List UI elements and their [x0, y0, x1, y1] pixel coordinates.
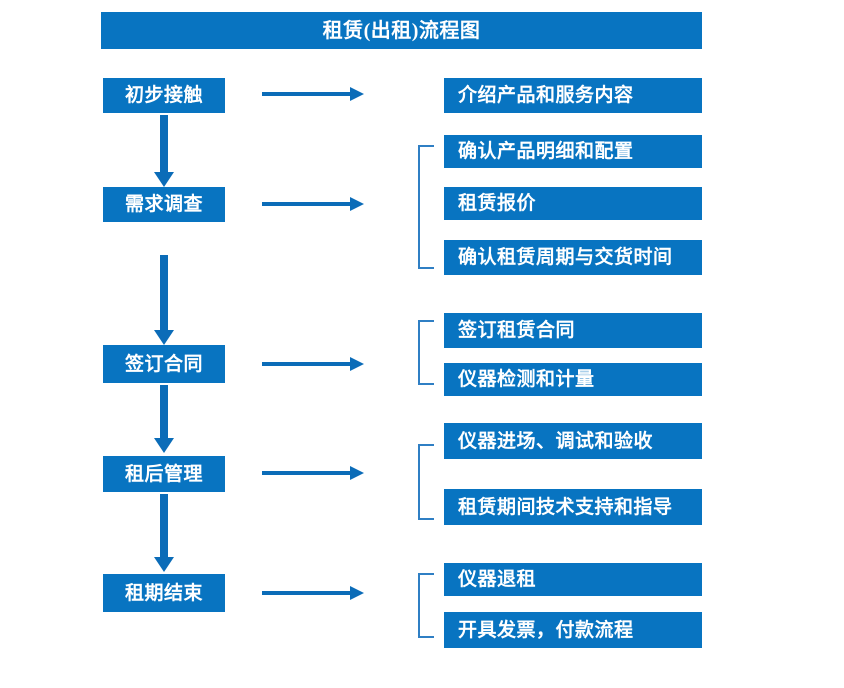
arrow-right-3: [262, 355, 364, 373]
diagram-title: 租赁(出租)流程图: [101, 12, 702, 49]
arrow-right-2: [262, 195, 364, 213]
arrow-down-4: [153, 494, 175, 572]
stage-box-3[interactable]: 签订合同: [103, 345, 225, 383]
stage-box-2[interactable]: 需求调查: [103, 187, 225, 222]
detail-box-3-1[interactable]: 签订租赁合同: [444, 313, 702, 348]
detail-box-2-1[interactable]: 确认产品明细和配置: [444, 135, 702, 168]
arrow-right-4: [262, 464, 364, 482]
arrow-down-2: [153, 255, 175, 345]
detail-box-5-1[interactable]: 仪器退租: [444, 563, 702, 596]
group-bracket-4: [418, 444, 434, 520]
stage-box-1[interactable]: 初步接触: [103, 78, 225, 113]
arrow-down-1: [153, 115, 175, 187]
detail-box-5-2[interactable]: 开具发票，付款流程: [444, 612, 702, 648]
stage-box-4[interactable]: 租后管理: [103, 456, 225, 492]
detail-box-1-1[interactable]: 介绍产品和服务内容: [444, 78, 702, 113]
arrow-down-3: [153, 385, 175, 453]
stage-box-5[interactable]: 租期结束: [103, 574, 225, 612]
group-bracket-3: [418, 320, 434, 385]
detail-box-4-2[interactable]: 租赁期间技术支持和指导: [444, 489, 702, 525]
detail-box-3-2[interactable]: 仪器检测和计量: [444, 363, 702, 396]
arrow-right-5: [262, 584, 364, 602]
detail-box-2-2[interactable]: 租赁报价: [444, 187, 702, 220]
arrow-right-1: [262, 85, 364, 103]
detail-box-2-3[interactable]: 确认租赁周期与交货时间: [444, 240, 702, 275]
group-bracket-2: [418, 145, 434, 269]
group-bracket-5: [418, 573, 434, 638]
detail-box-4-1[interactable]: 仪器进场、调试和验收: [444, 423, 702, 459]
